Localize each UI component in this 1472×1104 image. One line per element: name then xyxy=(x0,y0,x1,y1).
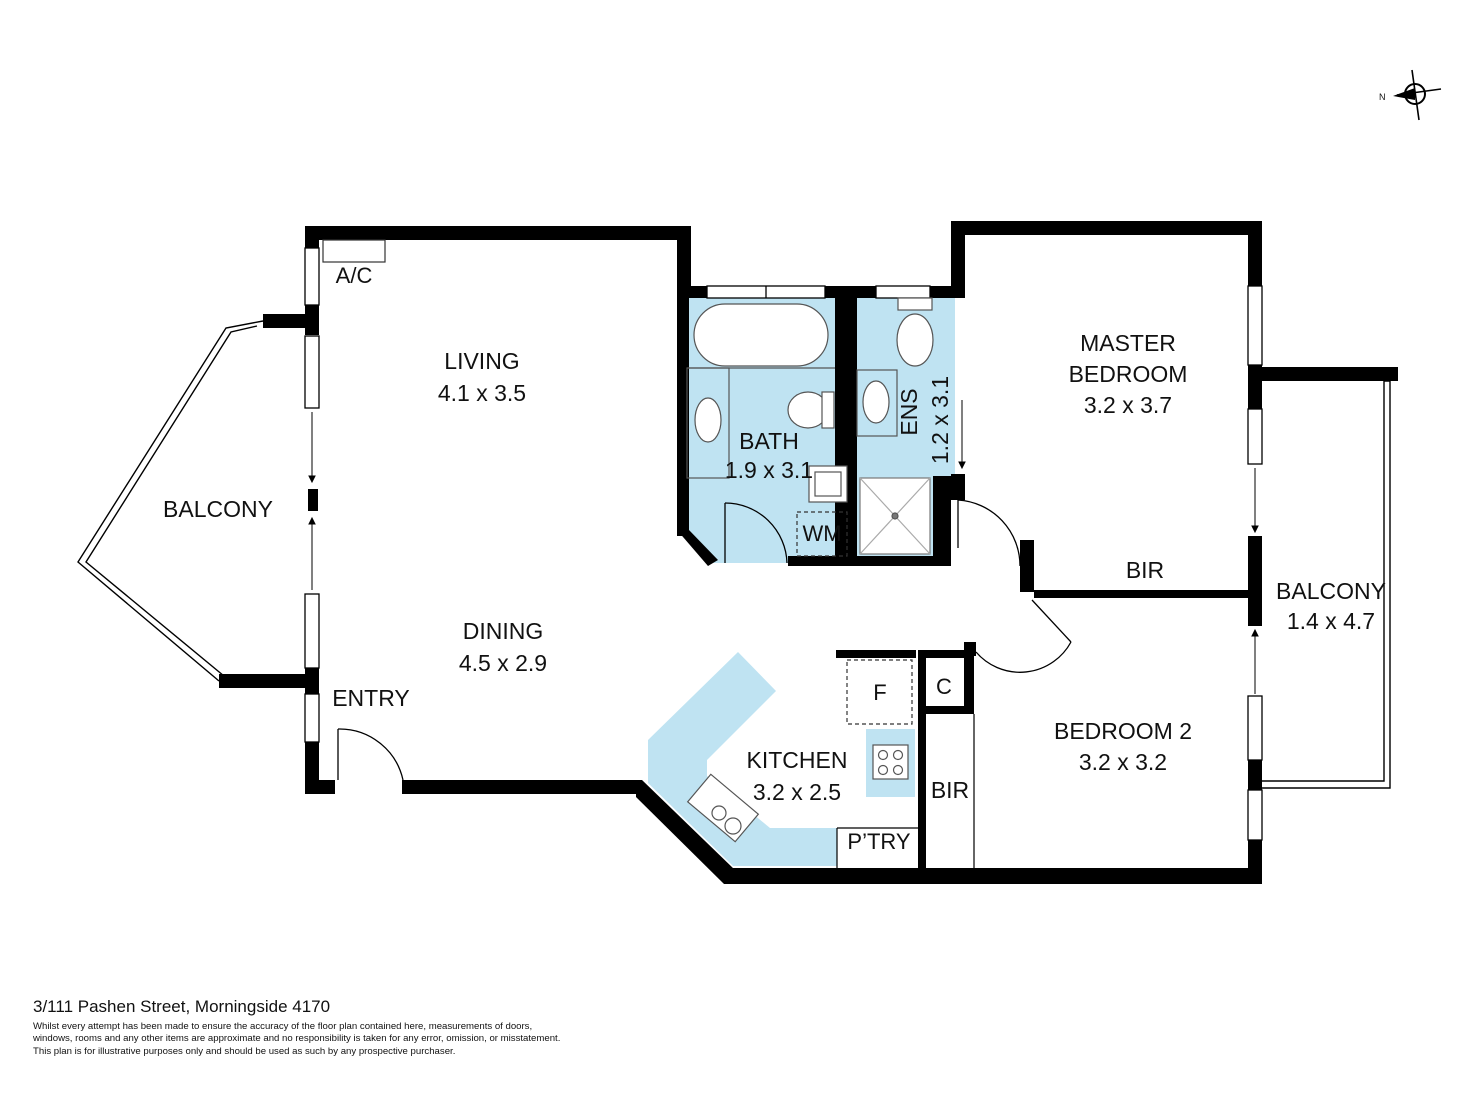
kitchen-dims: 3.2 x 2.5 xyxy=(753,779,841,805)
master-label-line2: BEDROOM xyxy=(1069,361,1188,387)
kitchen-bench-corner xyxy=(648,652,837,866)
bir-bed2-label: BIR xyxy=(931,777,969,803)
bath-dims: 1.9 x 3.1 xyxy=(725,457,813,483)
balcony-west-label: BALCONY xyxy=(163,496,273,522)
wm-label: WM xyxy=(802,521,841,546)
footer: 3/111 Pashen Street, Morningside 4170 Wh… xyxy=(33,997,733,1058)
balcony-outlines xyxy=(77,320,1391,789)
compass-north-label: N xyxy=(1379,92,1386,102)
room-labels: LIVING 4.1 x 3.5 DINING 4.5 x 2.9 BALCON… xyxy=(163,263,1386,854)
dining-label: DINING xyxy=(463,618,544,644)
fridge-label: F xyxy=(873,680,886,705)
sliding-door-markers xyxy=(308,400,1259,694)
master-dims: 3.2 x 3.7 xyxy=(1084,392,1172,418)
ac-label: A/C xyxy=(336,263,373,288)
balcony-east-label: BALCONY xyxy=(1276,578,1386,604)
doors xyxy=(337,499,1072,781)
ens-dims: 1.2 x 3.1 xyxy=(927,376,953,464)
compass-icon xyxy=(1393,69,1442,121)
property-address: 3/111 Pashen Street, Morningside 4170 xyxy=(33,997,331,1016)
bedroom2-dims: 3.2 x 3.2 xyxy=(1079,749,1167,775)
pantry-label: P’TRY xyxy=(847,829,910,854)
living-dims: 4.1 x 3.5 xyxy=(438,380,526,406)
cupboard-label: C xyxy=(936,674,952,699)
fixtures xyxy=(322,239,975,868)
dining-dims: 4.5 x 2.9 xyxy=(459,650,547,676)
kitchen-label: KITCHEN xyxy=(747,747,848,773)
living-label: LIVING xyxy=(444,348,519,374)
disclaimer-line-1: Whilst every attempt has been made to en… xyxy=(33,1021,533,1032)
bath-label: BATH xyxy=(739,428,799,454)
ens-label: ENS xyxy=(896,388,922,435)
bedroom2-label: BEDROOM 2 xyxy=(1054,718,1192,744)
bir-master-label: BIR xyxy=(1126,557,1164,583)
balcony-east-dims: 1.4 x 4.7 xyxy=(1287,608,1375,634)
entry-label: ENTRY xyxy=(332,685,410,711)
disclaimer-line-2: windows, rooms and any other items are a… xyxy=(33,1033,561,1045)
disclaimer-line-3: This plan is for illustrative purposes o… xyxy=(33,1045,456,1057)
windows xyxy=(304,247,1263,841)
master-label-line1: MASTER xyxy=(1080,330,1176,356)
